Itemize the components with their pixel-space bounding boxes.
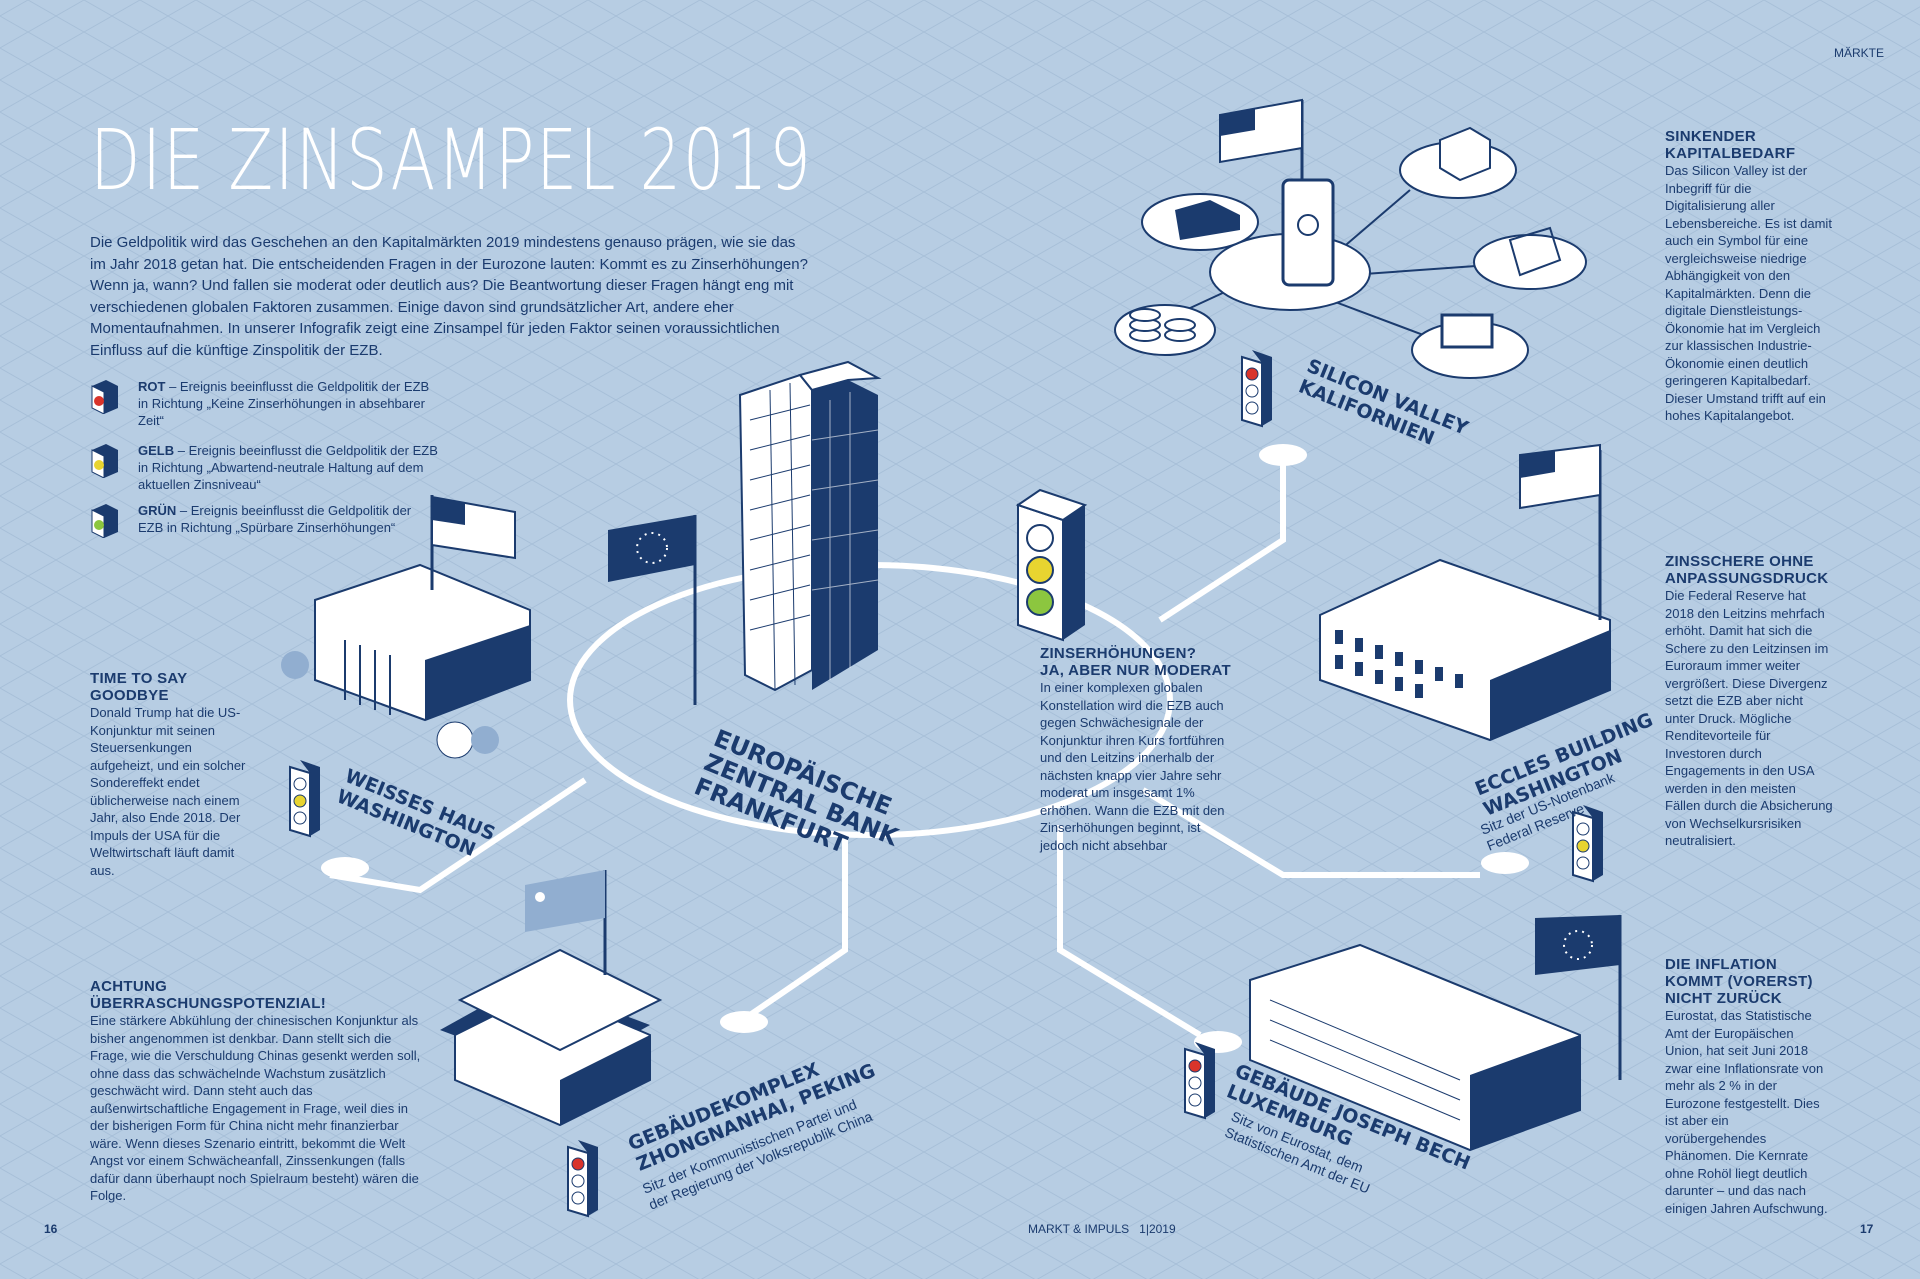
traffic-light-icon-red [91, 380, 118, 415]
silicon-valley-illustration [1114, 98, 1587, 379]
eccles-heading-line1: ZINSSCHERE OHNE [1665, 553, 1814, 570]
line-peking [748, 835, 848, 1018]
luxemburg-heading-line2: KOMMT (VORERST) [1665, 973, 1813, 990]
eu-flag-ecb [608, 515, 697, 705]
page-title: DIE ZINSAMPEL 2019 [90, 111, 813, 209]
line-eccles [1141, 787, 1480, 878]
coins-icon [1129, 308, 1196, 342]
traffic-light-silicon [1241, 350, 1272, 428]
peking-text-block: ACHTUNG ÜBERRASCHUNGSPOTENZIAL! Eine stä… [90, 978, 425, 1205]
legend-text-yellow: – Ereignis beeinflusst die Geldpolitik d… [138, 443, 438, 492]
peking-heading-line2: ÜBERRASCHUNGSPOTENZIAL! [90, 995, 327, 1012]
center-text-block: ZINSERHÖHUNGEN? JA, ABER NUR MODERAT In … [1040, 645, 1240, 854]
section-label: MÄRKTE [1833, 46, 1884, 60]
legend-key-green: GRÜN [138, 503, 177, 518]
node-eccles [1481, 852, 1529, 874]
legend-item-green: GRÜN – Ereignis beeinflusst die Geldpoli… [90, 502, 420, 542]
traffic-light-peking [567, 1140, 598, 1218]
silicon-heading-line2: KAPITALBEDARF [1665, 145, 1796, 162]
page-number-right: 17 [1860, 1222, 1874, 1236]
traffic-light-eccles [1572, 805, 1603, 883]
china-flag [525, 870, 605, 932]
white-house-heading: TIME TO SAY GOODBYE [90, 670, 255, 704]
house-icon [1439, 126, 1491, 182]
footer-magazine: MARKT & IMPULS 1|2019 [1028, 1222, 1176, 1236]
node-white-house [321, 857, 369, 879]
car-icon [1175, 200, 1240, 240]
node-peking [720, 1011, 768, 1033]
white-house-text-block: TIME TO SAY GOODBYE Donald Trump hat die… [90, 670, 255, 879]
legend-key-yellow: GELB [138, 443, 175, 458]
eu-flag-luxemburg [1535, 915, 1620, 975]
center-text: In einer komplexen globalen Konstellatio… [1040, 680, 1225, 853]
traffic-light-icon-yellow [91, 444, 118, 479]
legend-text-green: – Ereignis beeinflusst die Geldpolitik d… [138, 503, 412, 535]
peking-heading: ACHTUNG ÜBERRASCHUNGSPOTENZIAL! [90, 978, 425, 1012]
silicon-text-block: SINKENDER KAPITALBEDARF Das Silicon Vall… [1665, 128, 1833, 425]
eccles-text-block: ZINSSCHERE OHNE ANPASSUNGSDRUCK Die Fede… [1665, 553, 1833, 850]
traffic-light-central [1015, 488, 1088, 642]
silicon-heading-line1: SINKENDER [1665, 128, 1757, 145]
white-house-heading-line1: TIME TO SAY [90, 670, 188, 687]
luxemburg-heading-line1: DIE INFLATION [1665, 956, 1777, 973]
peking-heading-line1: ACHTUNG [90, 978, 168, 995]
legend-text-red: – Ereignis beeinflusst die Geldpolitik d… [138, 379, 430, 428]
eccles-text: Die Federal Reserve hat 2018 den Leitzin… [1665, 588, 1833, 848]
white-house-text: Donald Trump hat die US-Konjunktur mit s… [90, 705, 246, 878]
peking-text: Eine stärkere Abkühlung der chinesischen… [90, 1013, 421, 1203]
cart-icon [1508, 226, 1562, 277]
traffic-light-luxemburg [1184, 1042, 1215, 1120]
computer-icon [1440, 313, 1494, 349]
center-heading-line1: ZINSERHÖHUNGEN? [1040, 645, 1197, 662]
luxemburg-heading: DIE INFLATION KOMMT (VORERST) NICHT ZURÜ… [1665, 956, 1833, 1007]
footer-issue: 1|2019 [1139, 1222, 1176, 1236]
eccles-heading: ZINSSCHERE OHNE ANPASSUNGSDRUCK [1665, 553, 1833, 587]
smartphone-icon [1281, 178, 1335, 287]
luxemburg-text: Eurostat, das Statistische Amt der Europ… [1665, 1008, 1828, 1216]
ecb-tower-illustration [738, 360, 882, 692]
traffic-light-icon-green [91, 504, 118, 539]
luxemburg-heading-line3: NICHT ZURÜCK [1665, 990, 1782, 1007]
center-heading-line2: JA, ABER NUR MODERAT [1040, 662, 1232, 679]
luxemburg-text-block: DIE INFLATION KOMMT (VORERST) NICHT ZURÜ… [1665, 956, 1833, 1217]
traffic-light-white-house [289, 760, 320, 838]
luxemburg-building-illustration [1249, 915, 1622, 1152]
node-silicon [1259, 444, 1307, 466]
center-heading: ZINSERHÖHUNGEN? JA, ABER NUR MODERAT [1040, 645, 1240, 679]
page-number-left: 16 [44, 1222, 58, 1236]
eccles-heading-line2: ANPASSUNGSDRUCK [1665, 570, 1829, 587]
legend-item-yellow: GELB – Ereignis beeinflusst die Geldpoli… [90, 442, 438, 492]
legend-item-red: ROT – Ereignis beeinflusst die Geldpolit… [90, 378, 429, 428]
white-house-illustration [281, 495, 531, 759]
footer-magazine-name: MARKT & IMPULS [1028, 1222, 1130, 1236]
legend-key-red: ROT [138, 379, 166, 394]
eccles-building-illustration [1319, 443, 1611, 742]
line-luxemburg [1057, 825, 1202, 1038]
line-silicon [1158, 455, 1286, 623]
intro-paragraph: Die Geldpolitik wird das Geschehen an de… [90, 234, 808, 359]
white-house-heading-line2: GOODBYE [90, 687, 169, 704]
line-white-house [329, 777, 587, 894]
silicon-text: Das Silicon Valley ist der Inbegriff für… [1665, 163, 1832, 423]
silicon-heading: SINKENDER KAPITALBEDARF [1665, 128, 1833, 162]
peking-building-illustration [440, 870, 663, 1127]
